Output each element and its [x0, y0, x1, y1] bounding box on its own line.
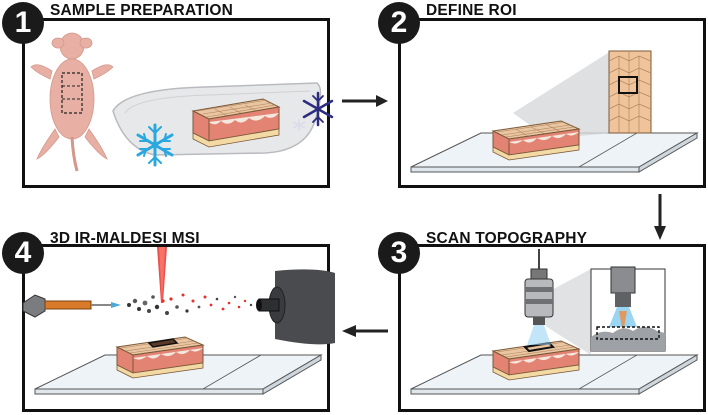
mouse-icon [30, 32, 114, 172]
mass-spec-inlet-icon [256, 269, 335, 345]
step-badge: 1 [2, 2, 44, 44]
arrow-step2-to-step3 [654, 194, 666, 240]
skin-tissue-icon [115, 336, 205, 379]
dissection-region [61, 72, 83, 114]
roi-box [618, 76, 638, 94]
arrow-step3-to-step4 [342, 325, 388, 337]
panel-ir-maldesi-msi [22, 244, 335, 412]
spray-plume [127, 293, 253, 315]
step-title: DEFINE ROI [426, 2, 517, 19]
panel-define-roi [398, 18, 706, 188]
panel-sample-preparation [22, 18, 334, 188]
scan-topography-illustration [410, 249, 699, 395]
skin-tissue-icon [491, 120, 581, 161]
electrospray-emitter-icon [22, 294, 121, 318]
arrow-step1-to-step2 [342, 95, 388, 107]
microscope-slide-icon [34, 354, 323, 395]
define-roi-illustration [410, 50, 699, 173]
sample-preparation-illustration [30, 32, 334, 172]
ir-maldesi-illustration [22, 247, 335, 395]
snowflake-icon [136, 123, 174, 167]
topography-zoom-panel [590, 266, 666, 352]
profilometer-probe-icon [524, 249, 554, 345]
snowflake-icon [302, 91, 334, 127]
step-badge: 2 [378, 2, 420, 44]
step-badge: 3 [378, 232, 420, 274]
step-title: 3D IR-MALDESI MSI [50, 230, 200, 247]
step-title: SCAN TOPOGRAPHY [426, 230, 588, 247]
step-title: SAMPLE PREPARATION [50, 2, 234, 19]
skin-tissue-icon [191, 98, 281, 148]
laser-beam-icon [157, 247, 167, 303]
roi-zoom-panel [608, 50, 652, 134]
panel-scan-topography [398, 244, 706, 412]
step-badge: 4 [2, 232, 44, 274]
